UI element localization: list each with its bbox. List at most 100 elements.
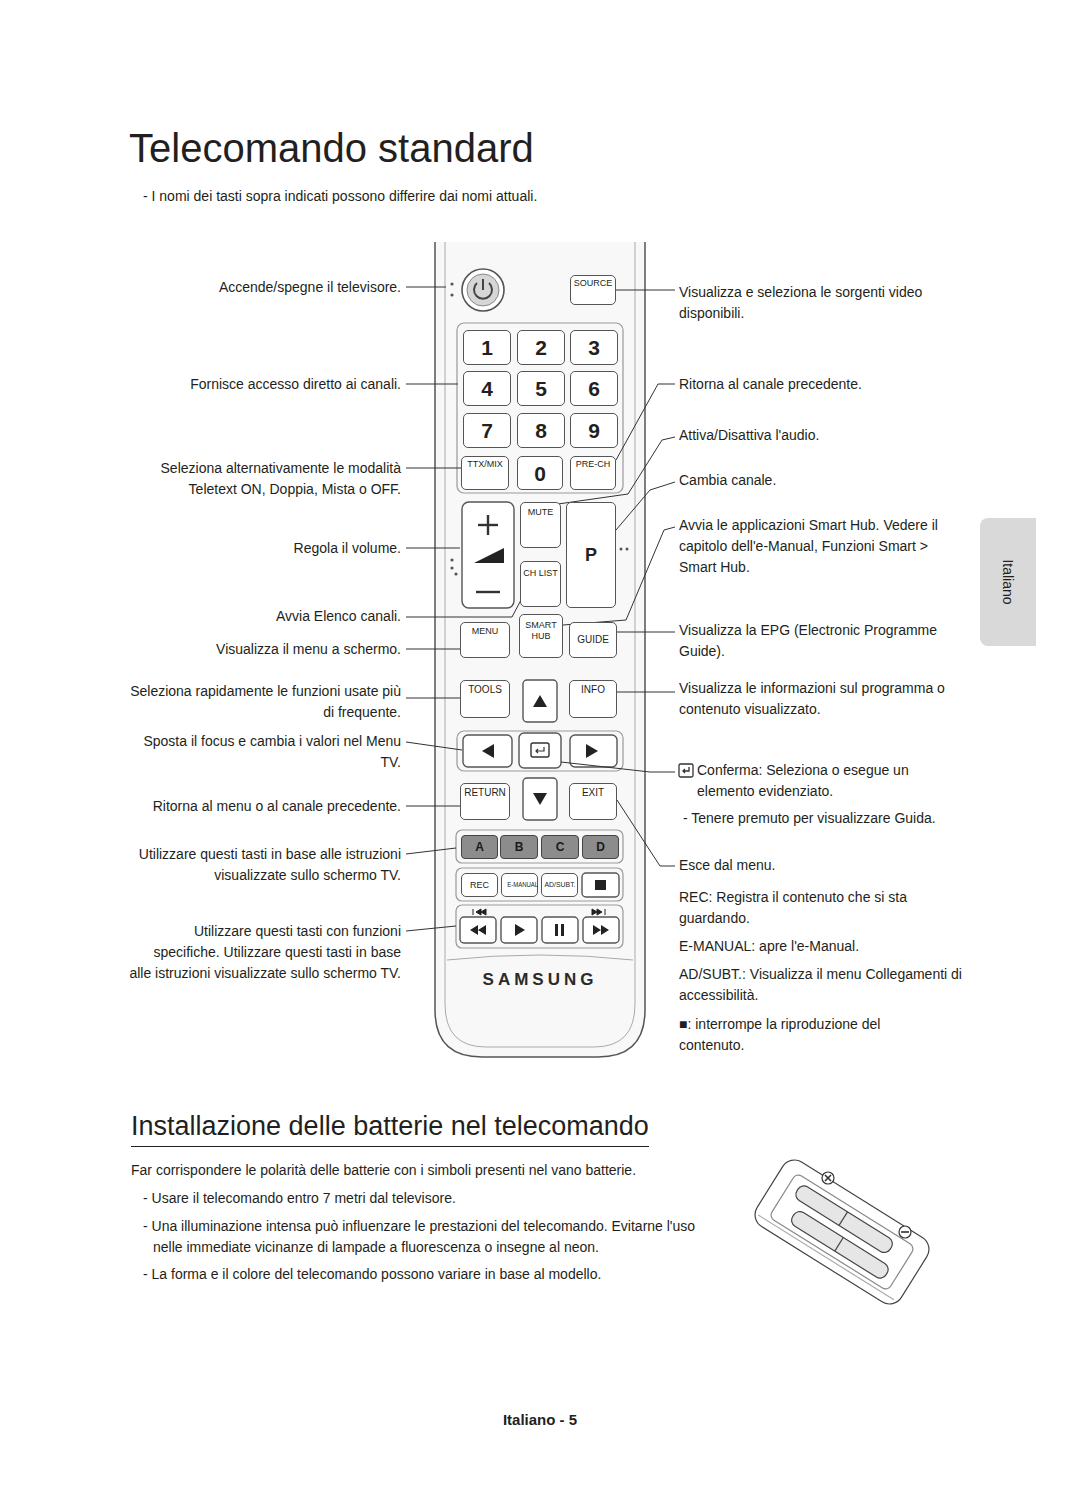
remote-button: SMART HUB [519,614,563,658]
label-text: 6 [588,377,600,400]
button-label: MUTE [521,507,560,518]
label-text: TOOLS [468,684,502,696]
remote-button: SOURCE [570,275,616,305]
button-label: 0 [518,462,562,485]
label-text: B [515,840,524,854]
remote-button: 7 [463,413,511,448]
label-text: AD/SUBT. [545,880,576,890]
button-label: A [462,840,497,854]
callout-text: Attiva/Disattiva l'audio. [679,425,941,446]
callout-text: Avvia Elenco canali. [131,606,401,627]
label-text: 7 [481,419,493,442]
label-text: 4 [481,377,493,400]
label-text: 8 [535,419,547,442]
button-label: 4 [464,377,510,400]
button-group-outline [456,323,623,948]
label-text: PRE-CH [576,459,611,470]
button-label: 6 [571,377,617,400]
callout-text: AD/SUBT.: Visualizza il menu Collegament… [679,964,964,1006]
button-label: AD/SUBT. [542,880,577,890]
button-label: 1 [464,336,510,359]
power-button [450,269,504,311]
button-label: 8 [518,419,564,442]
remote-button: 0 [517,456,563,490]
remote-button: INFO [569,680,617,718]
callout-text: Utilizzare questi tasti in base alle ist… [126,844,401,886]
button-label: B [501,840,537,854]
button-label: PRE-CH [571,459,615,470]
remote-button: MENU [460,622,510,658]
callout-text: Seleziona alternativamente le modalità T… [129,458,401,500]
callout-text: Conferma: Seleziona o esegue un elemento… [697,760,962,802]
label-text: GUIDE [577,634,609,646]
label-text: CH LIST [523,568,558,579]
label-text: SOURCE [574,278,613,289]
button-label: E-MANUAL [502,880,537,890]
label-text: TTX/MIX [467,459,503,470]
button-label: RETURN [461,787,509,799]
button-label: GUIDE [570,634,616,646]
remote-control: SAMSUNGSOURCE123456789TTX/MIX0PRE-CHMUTE… [435,242,645,1057]
button-label: SMART HUB [523,620,559,642]
label-text: 2 [535,336,547,359]
button-label: 9 [571,419,617,442]
label-text: RETURN [464,787,506,799]
callout-text: Accende/spegne il televisore. [131,277,401,298]
remote-button: 8 [517,413,565,448]
label-text: P [585,545,597,565]
button-label: 2 [518,336,564,359]
callout-text: Visualizza le informazioni sul programma… [679,678,954,720]
button-label: D [583,840,618,854]
label-text: C [556,840,565,854]
volume-rocker [450,502,514,608]
remote-button: P [566,502,616,608]
label-text: E-MANUAL [507,880,538,890]
confirm-icon [679,764,693,777]
callout-text: Utilizzare questi tasti con funzioni spe… [129,921,401,984]
callout-text: REC: Registra il contenuto che si sta gu… [679,887,941,929]
remote-button: PRE-CH [570,456,616,490]
label-text: SMART HUB [523,620,559,642]
polarity-symbols [822,1172,911,1238]
remote-button: 2 [517,330,565,365]
remote-button: A [461,835,498,859]
button-label: 3 [571,336,617,359]
label-text: INFO [581,684,605,696]
button-label: TTX/MIX [462,459,508,470]
battery-illustration [750,1155,934,1310]
callout-text: E-MANUAL: apre l'e-Manual. [679,936,954,957]
label-text: EXIT [582,787,604,799]
callout-text: - Usare il telecomando entro 7 metri dal… [143,1188,743,1209]
button-label: C [542,840,578,854]
label-text: REC [470,880,489,891]
remote-button: GUIDE [569,622,617,658]
label-text: D [596,840,605,854]
remote-button: AD/SUBT. [541,873,578,897]
callout-text: Ritorna al menu o al canale precedente. [126,796,401,817]
callout-text: Seleziona rapidamente le funzioni usate … [129,681,401,723]
label-text: 5 [535,377,547,400]
section-heading: Installazione delle batterie nel telecom… [131,1108,649,1147]
remote-button: TTX/MIX [461,456,509,490]
callout-text: Fornisce accesso diretto ai canali. [131,374,401,395]
callout-text: Ritorna al canale precedente. [679,374,941,395]
callout-text: Esce dal menu. [679,855,941,876]
callout-text: Avvia le applicazioni Smart Hub. Vedere … [679,515,959,578]
button-label: SOURCE [571,278,615,289]
callout-text: - La forma e il colore del telecomando p… [143,1264,743,1285]
callout-text: - Tenere premuto per visualizzare Guida. [683,808,968,829]
remote-button: E-MANUAL [501,873,538,897]
button-label: CH LIST [521,568,560,579]
language-tab: Italiano [980,518,1036,646]
button-label: MENU [461,626,509,637]
remote-button: 3 [570,330,618,365]
remote-button: 1 [463,330,511,365]
remote-button: 9 [570,413,618,448]
label-text: MENU [472,626,499,637]
label-text: A [475,840,484,854]
callout-text: Visualizza il menu a schermo. [131,639,401,660]
button-label: 5 [518,377,564,400]
remote-button: RETURN [460,783,510,820]
callout-text: Far corrispondere le polarità delle batt… [131,1160,751,1181]
tab-text: Italiano [980,574,1036,590]
